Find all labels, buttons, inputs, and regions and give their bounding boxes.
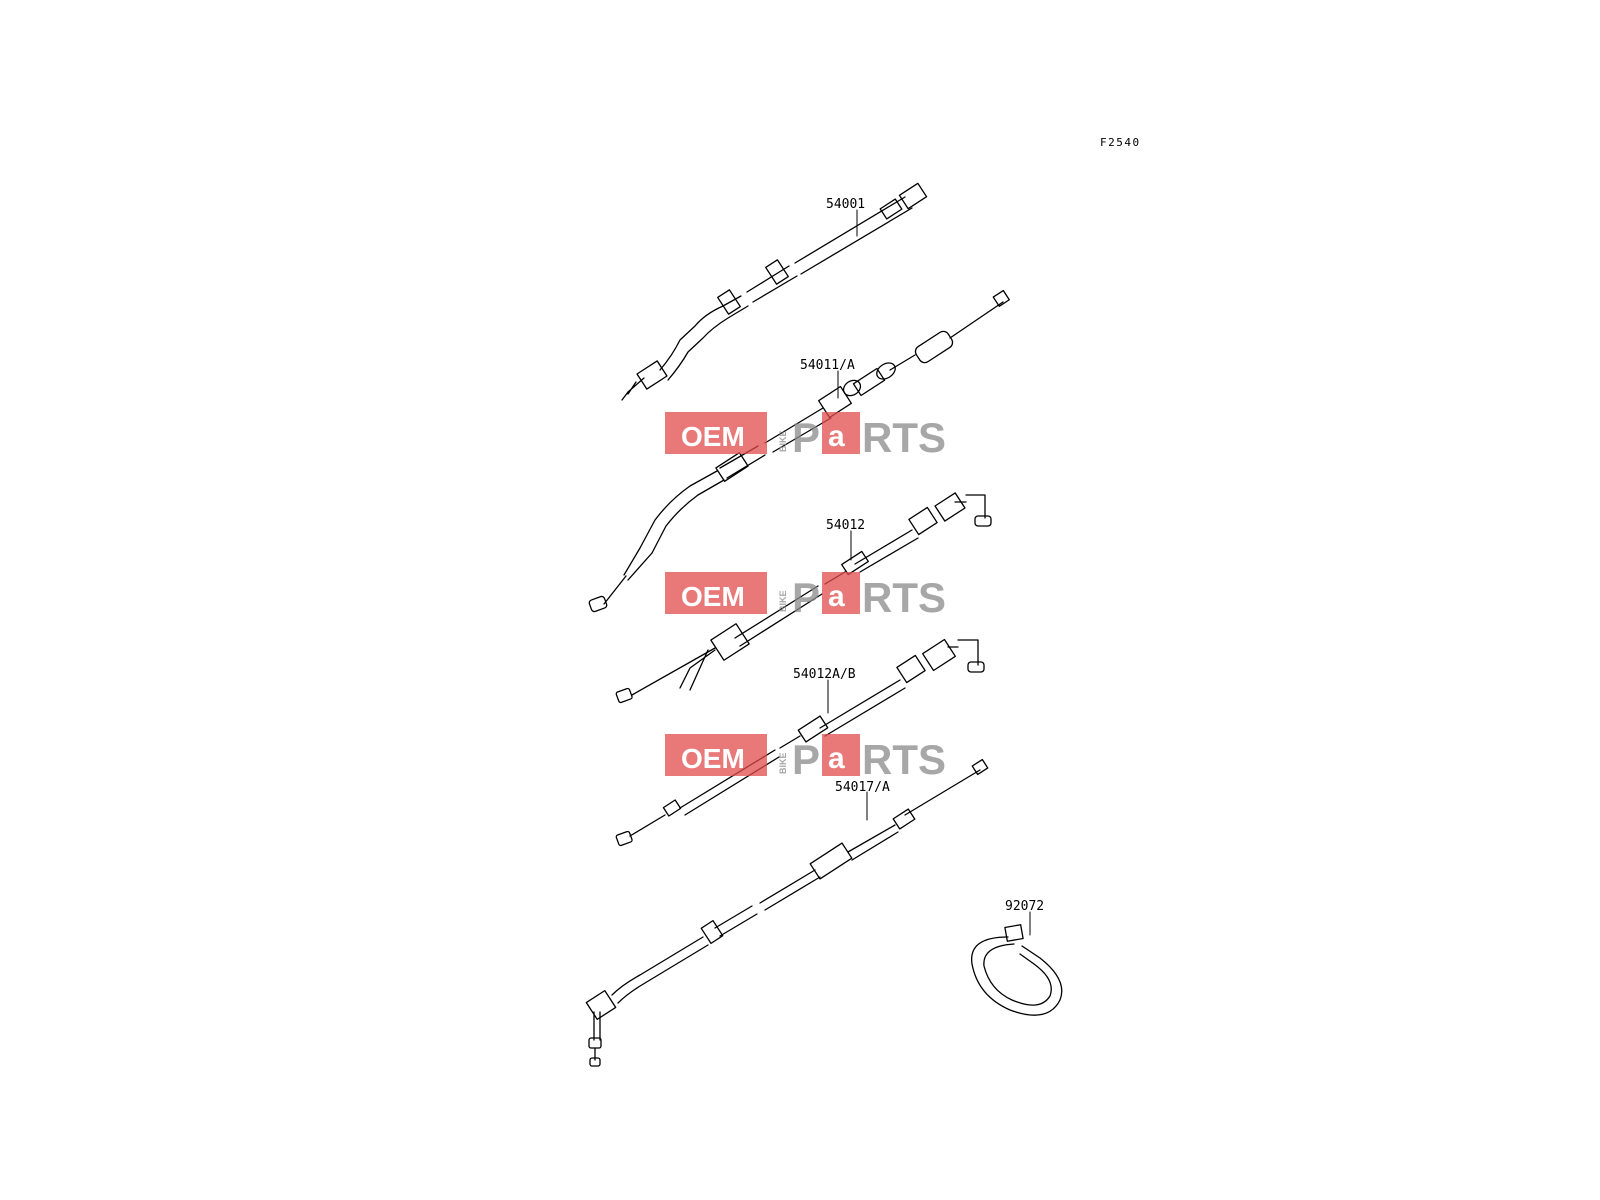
svg-text:P: P: [792, 414, 820, 461]
svg-text:RTS: RTS: [862, 736, 946, 783]
leader-lines: [827, 209, 1031, 936]
svg-text:OEM: OEM: [681, 421, 745, 452]
part-label[interactable]: 54012: [826, 518, 865, 533]
svg-text:P: P: [792, 736, 820, 783]
part-label[interactable]: 54011/A: [800, 358, 855, 373]
svg-text:BIKE: BIKE: [778, 590, 788, 612]
part-label[interactable]: 54001: [826, 197, 865, 212]
cable-54001-drawing[interactable]: [621, 182, 928, 401]
svg-text:OEM: OEM: [681, 743, 745, 774]
watermark-logo: OEM BIKE P a RTS: [665, 572, 946, 621]
cable-54012-drawing[interactable]: [615, 492, 992, 704]
part-label[interactable]: 54012A/B: [793, 667, 856, 682]
svg-text:RTS: RTS: [862, 414, 946, 461]
watermark-logo: OEM BIKE P a RTS: [665, 412, 946, 461]
svg-text:RTS: RTS: [862, 574, 946, 621]
svg-text:a: a: [828, 742, 845, 775]
svg-text:a: a: [828, 580, 845, 613]
figure-code: F2540: [1100, 136, 1141, 149]
svg-text:BIKE: BIKE: [778, 430, 788, 452]
part-label[interactable]: 54017/A: [835, 780, 890, 795]
watermark-logo: OEM BIKE P a RTS: [665, 734, 946, 783]
cable-tie-92072-drawing[interactable]: [971, 924, 1063, 1016]
svg-text:OEM: OEM: [681, 581, 745, 612]
svg-text:P: P: [792, 574, 820, 621]
svg-text:BIKE: BIKE: [778, 752, 788, 774]
svg-text:a: a: [828, 420, 845, 453]
part-label[interactable]: 92072: [1005, 899, 1044, 914]
cable-54011a-drawing[interactable]: [588, 289, 1010, 613]
cable-54017a-drawing[interactable]: [585, 758, 989, 1067]
